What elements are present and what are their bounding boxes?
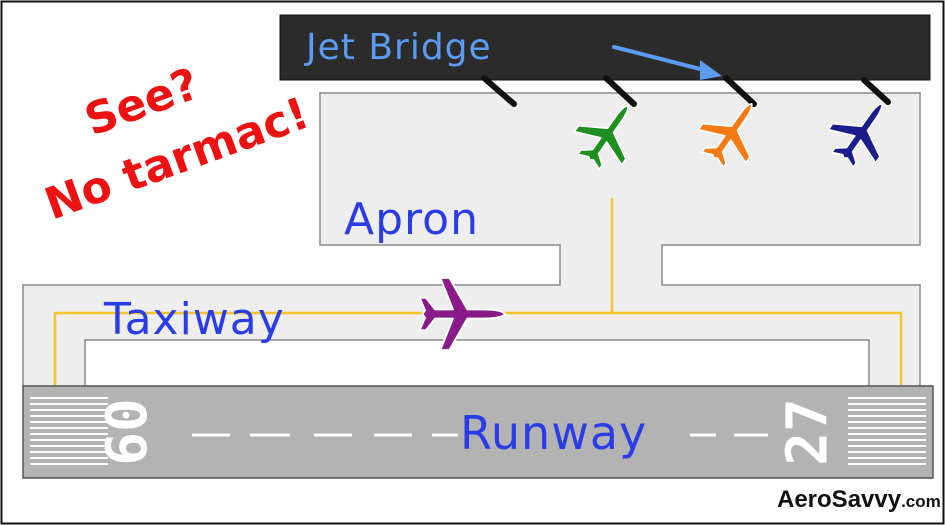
runway-label: Runway bbox=[460, 406, 647, 460]
taxiway-label: Taxiway bbox=[103, 294, 285, 345]
apron-label: Apron bbox=[344, 194, 479, 245]
jet-bridge-arms bbox=[481, 75, 891, 107]
threshold-left bbox=[30, 397, 108, 465]
runway bbox=[22, 385, 934, 479]
jet-bridge bbox=[279, 14, 931, 81]
jet-bridge-arrow bbox=[612, 45, 722, 80]
threshold-right bbox=[848, 397, 926, 465]
brand-logo: AeroSavvy.com bbox=[777, 486, 941, 513]
runway-number-right: 27 bbox=[776, 398, 841, 465]
runway-number-left: 09 bbox=[92, 398, 157, 465]
jet-bridge-label: Jet Bridge bbox=[304, 27, 492, 68]
taxiway-infield bbox=[84, 339, 870, 389]
